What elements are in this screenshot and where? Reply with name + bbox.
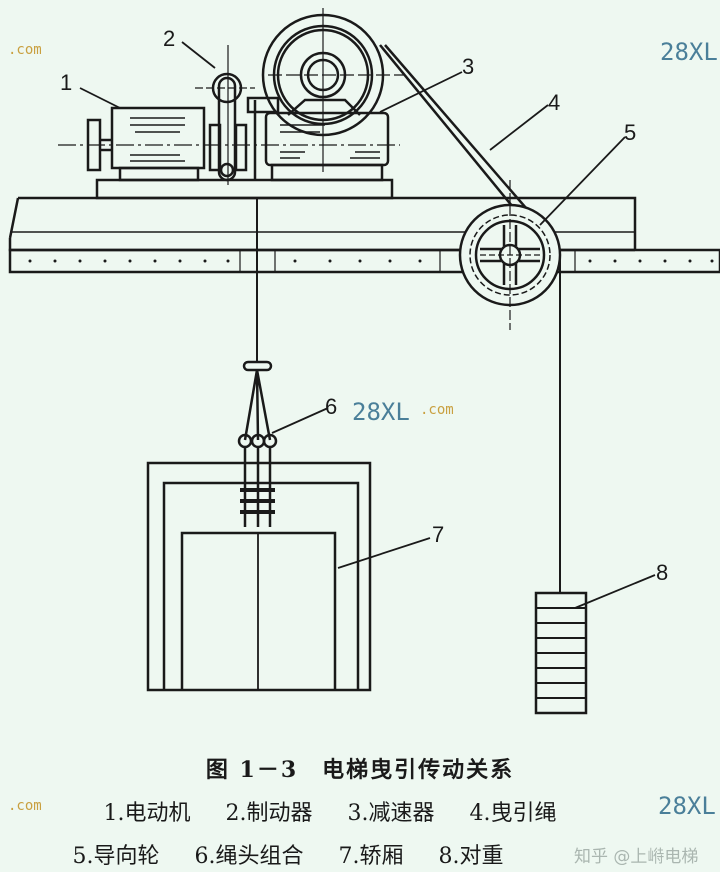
figure-title: 图 1－3 电梯曳引传动关系 bbox=[205, 757, 515, 783]
traction-rope bbox=[256, 44, 561, 593]
legend-reducer: 3.减速器 bbox=[347, 801, 435, 826]
watermark: 28XL bbox=[352, 398, 410, 426]
callout-7: 7 bbox=[432, 522, 444, 547]
legend-row-2: 5.导向轮 6.绳头组合 7.轿厢 8.对重 bbox=[0, 838, 648, 870]
legend-motor: 1.电动机 bbox=[103, 801, 191, 826]
legend-traction-rope: 4.曳引绳 bbox=[469, 801, 557, 826]
callout-1: 1 bbox=[60, 70, 72, 95]
callout-3: 3 bbox=[462, 54, 474, 79]
callout-6: 6 bbox=[325, 394, 337, 419]
elevator-car bbox=[146, 461, 372, 692]
legend-brake: 2.制动器 bbox=[225, 801, 313, 826]
callout-4: 4 bbox=[548, 90, 560, 115]
watermark: 28XL bbox=[658, 792, 716, 820]
watermark: .com bbox=[8, 798, 42, 814]
rope-head-assembly bbox=[237, 360, 278, 527]
legend-guide-wheel: 5.导向轮 bbox=[72, 844, 160, 869]
guide-wheel bbox=[458, 180, 562, 330]
watermark: 28XL bbox=[660, 38, 718, 66]
watermark: .com bbox=[8, 42, 42, 58]
callout-2: 2 bbox=[163, 26, 175, 51]
motor bbox=[58, 106, 400, 172]
callout-5: 5 bbox=[624, 120, 636, 145]
machine-room-floor bbox=[8, 196, 720, 274]
legend-counterweight: 8.对重 bbox=[438, 844, 504, 869]
watermark-zhihu: 知乎 @上崻电梯 bbox=[574, 847, 699, 867]
motor-base bbox=[95, 178, 394, 200]
watermark: .com bbox=[420, 402, 454, 418]
counterweight bbox=[534, 591, 588, 715]
legend-row-1: 1.电动机 2.制动器 3.减速器 4.曳引绳 bbox=[0, 795, 690, 827]
brake bbox=[195, 45, 280, 185]
callout-8: 8 bbox=[656, 560, 668, 585]
legend-car: 7.轿厢 bbox=[338, 844, 404, 869]
leader-lines bbox=[79, 41, 656, 609]
reducer-and-traction-sheave bbox=[261, 8, 405, 172]
legend-rope-head: 6.绳头组合 bbox=[194, 844, 304, 869]
